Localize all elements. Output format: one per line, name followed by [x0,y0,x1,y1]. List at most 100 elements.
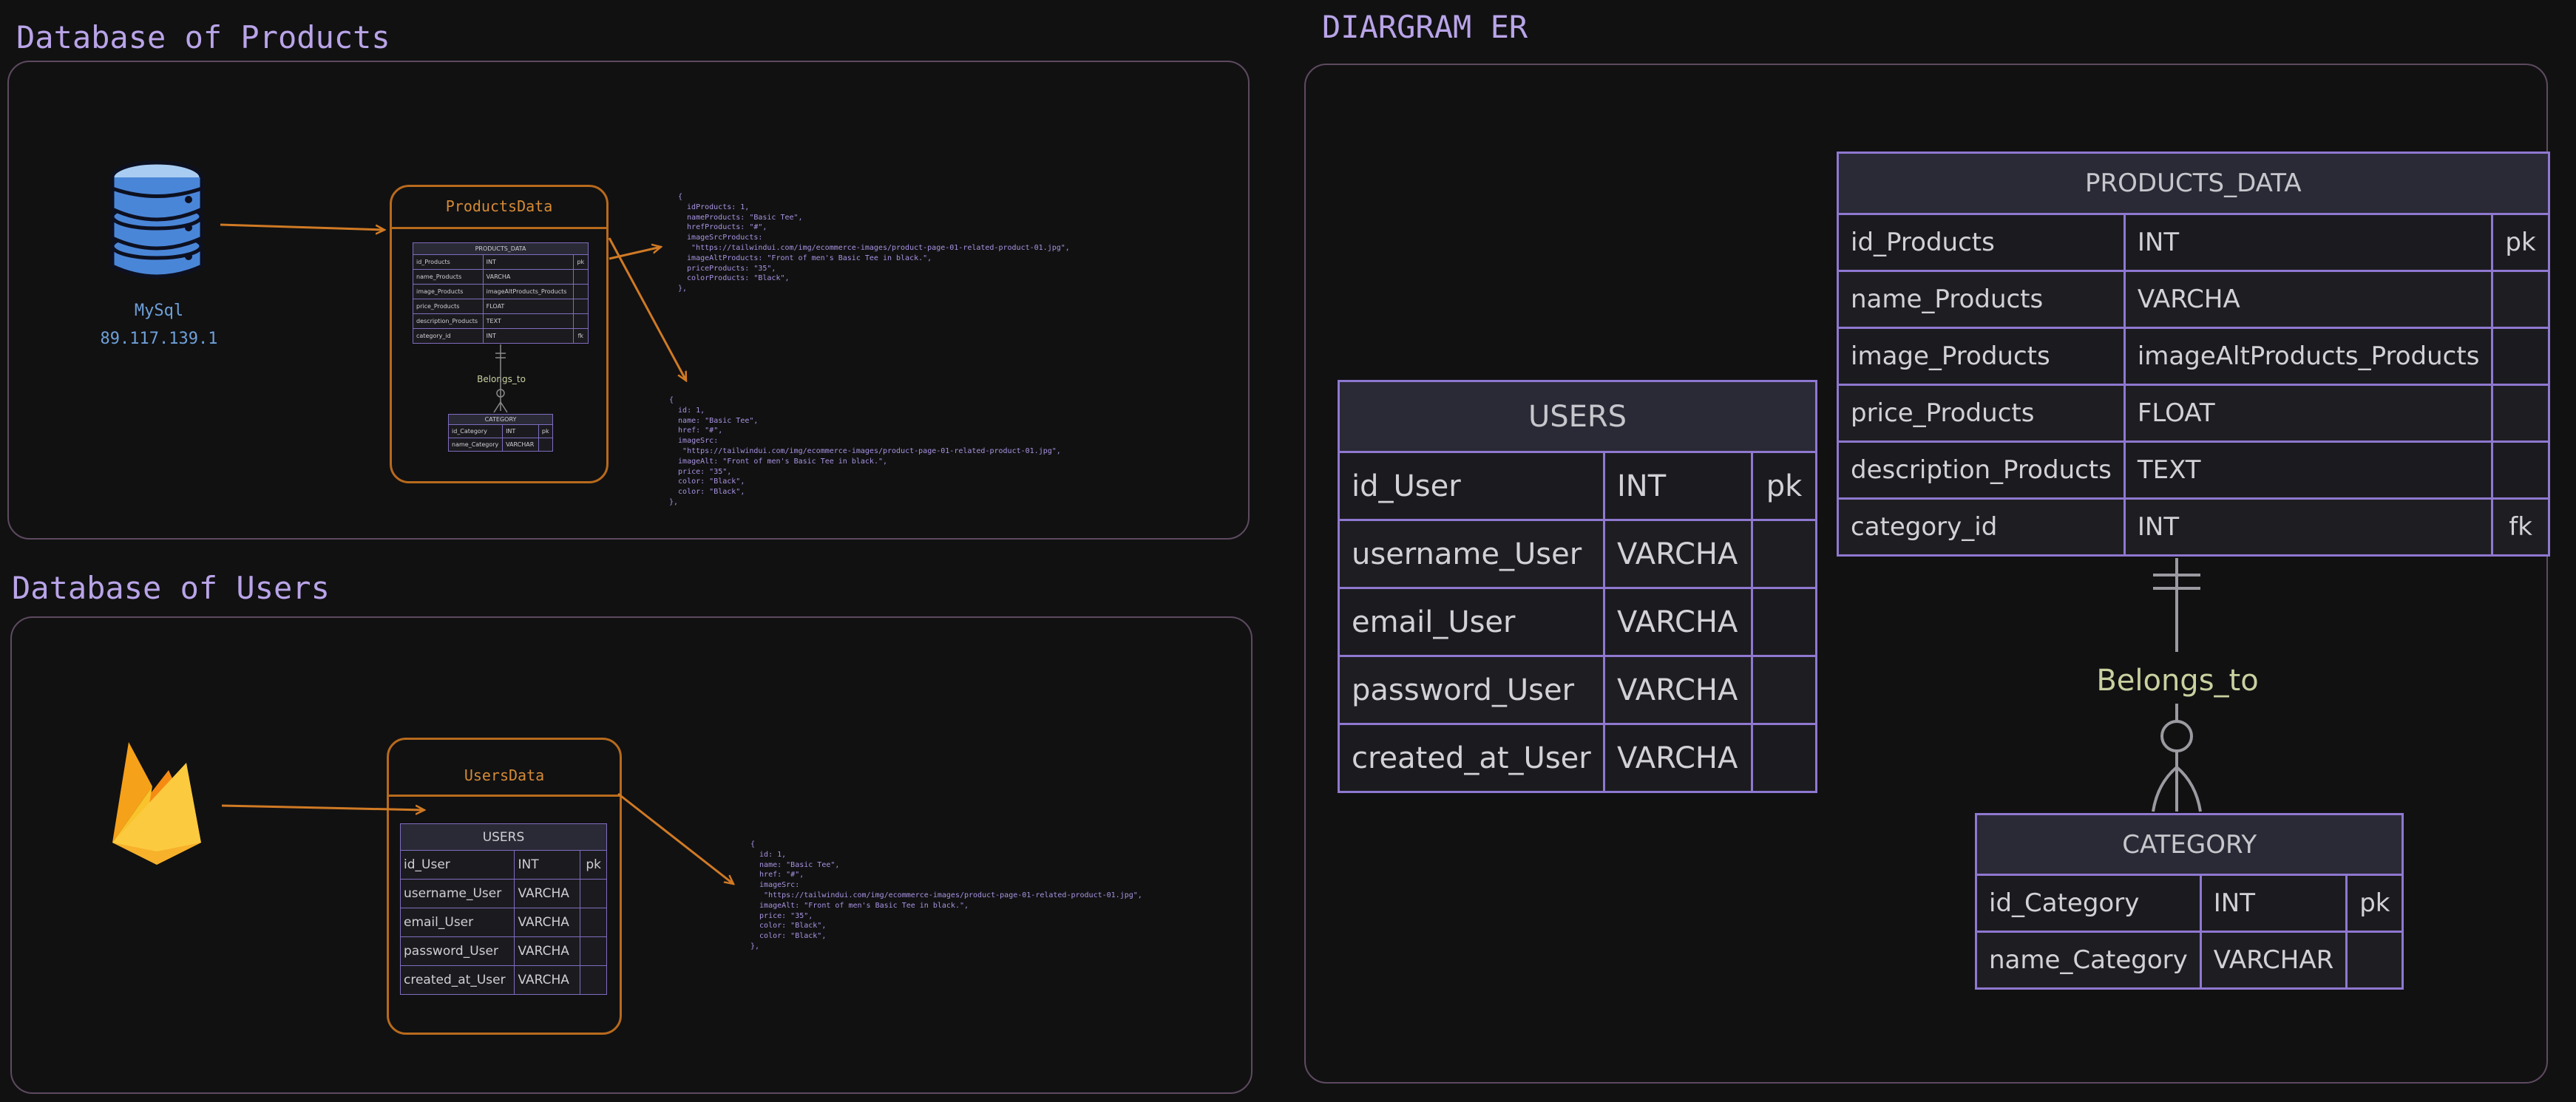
products-data-card-divider [392,227,606,229]
users-data-card-divider [389,795,620,797]
er-relationship-connector [2152,558,2202,812]
mini-relationship-connector [493,344,508,413]
mini-users-cell-field: id_User [399,850,515,880]
er-products-cell-key: fk [2491,497,2550,557]
er-products-cell-key [2491,441,2550,500]
mini-users-cell-type: INT [514,850,581,880]
mini-category-cell-field: name_Category [447,438,504,452]
mini-users-cell-field: email_User [399,908,515,937]
er-users-cell-key: pk [1751,451,1817,521]
er-users-cell-key [1751,587,1817,657]
er-users-cell-type: VARCHA [1602,723,1754,793]
er-users-cell-field: created_at_User [1338,723,1605,793]
users-db-title: Database of Users [12,570,330,606]
er-products-cell-type: INT [2123,497,2494,557]
users-data-card-title: UsersData [464,766,545,784]
firebase-icon [109,741,204,866]
firebase-to-users-arrow [221,804,424,810]
mini-users-header-row: USERS [400,823,607,851]
mysql-database-icon [107,155,207,281]
products-data-card-title: ProductsData [445,197,553,215]
mini-users-title: USERS [400,823,607,851]
mini-category-cell-type: INT [502,424,539,438]
products-json-snippet-2: { id: 1, name: "Basic Tee", href: "#", i… [669,396,1061,506]
mini-products-cell-field: category_id [413,328,484,344]
mini-users-cell-type: VARCHA [514,879,581,908]
er-users-cell-type: VARCHA [1602,519,1754,589]
er-relationship-label: Belongs_to [2096,664,2259,698]
users-json-snippet: { id: 1, name: "Basic Tee", href: "#", i… [750,840,1142,950]
er-products-cell-type: VARCHA [2123,270,2494,329]
mini-category-cell-key [538,438,553,452]
er-products-cell-type: INT [2123,213,2494,272]
mysql-to-products-arrow [220,223,384,230]
er-products-cell-field: image_Products [1837,327,2126,386]
mini-category-header-row: CATEGORY [448,414,553,425]
products-data-card[interactable]: ProductsData [390,185,609,483]
mini-relationship-label: Belongs_to [477,374,526,384]
er-products-cell-field: name_Products [1837,270,2126,329]
users-to-json-arrow [617,792,733,884]
er-diagram-title: DIARGRAM ER [1322,9,1528,45]
er-users-cell-field: password_User [1338,655,1605,725]
er-products-cell-field: description_Products [1837,441,2126,500]
mini-category-title: CATEGORY [448,414,553,425]
er-users-cell-type: VARCHA [1602,655,1754,725]
er-category-cell-type: INT [2199,874,2348,933]
er-products-cell-key [2491,327,2550,386]
products-to-json1-arrow [609,247,661,260]
products-db-frame [7,61,1250,540]
er-users-cell-key [1751,723,1817,793]
er-products-cell-field: price_Products [1837,384,2126,443]
users-db-frame [10,616,1253,1094]
er-products-title: PRODUCTS_DATA [1837,152,2550,215]
er-products-header-row: PRODUCTS_DATA [1837,152,2550,215]
mini-users-cell-type: VARCHA [514,936,581,966]
er-users-cell-field: email_User [1338,587,1605,657]
er-users-cell-field: id_User [1338,451,1605,521]
er-users-header-row: USERS [1338,380,1817,453]
mini-users-cell-field: password_User [399,936,515,966]
er-category-header-row: CATEGORY [1974,813,2404,876]
er-users-cell-field: username_User [1338,519,1605,589]
er-products-cell-type: TEXT [2123,441,2494,500]
products-json-snippet-1: { idProducts: 1, nameProducts: "Basic Te… [678,193,1070,293]
users-data-card[interactable]: UsersData [387,738,622,1035]
er-products-cell-type: FLOAT [2123,384,2494,443]
er-users-cell-type: INT [1602,451,1754,521]
mysql-label: MySql [134,302,184,320]
mini-users-cell-type: VARCHA [514,965,581,995]
mini-products-cell-key: fk [572,328,589,344]
products-db-title: Database of Products [16,19,390,55]
er-products-cell-key [2491,384,2550,443]
er-users-cell-key [1751,519,1817,589]
er-products-cell-type: imageAltProducts_Products [2123,327,2494,386]
mini-users-cell-field: username_User [399,879,515,908]
er-category-cell-field: name_Category [1975,931,2202,990]
er-category-cell-field: id_Category [1975,874,2202,933]
er-category-cell-key: pk [2345,874,2404,933]
er-category-cell-type: VARCHAR [2199,931,2348,990]
er-products-cell-key [2491,270,2550,329]
products-to-json2-arrow [608,237,686,381]
